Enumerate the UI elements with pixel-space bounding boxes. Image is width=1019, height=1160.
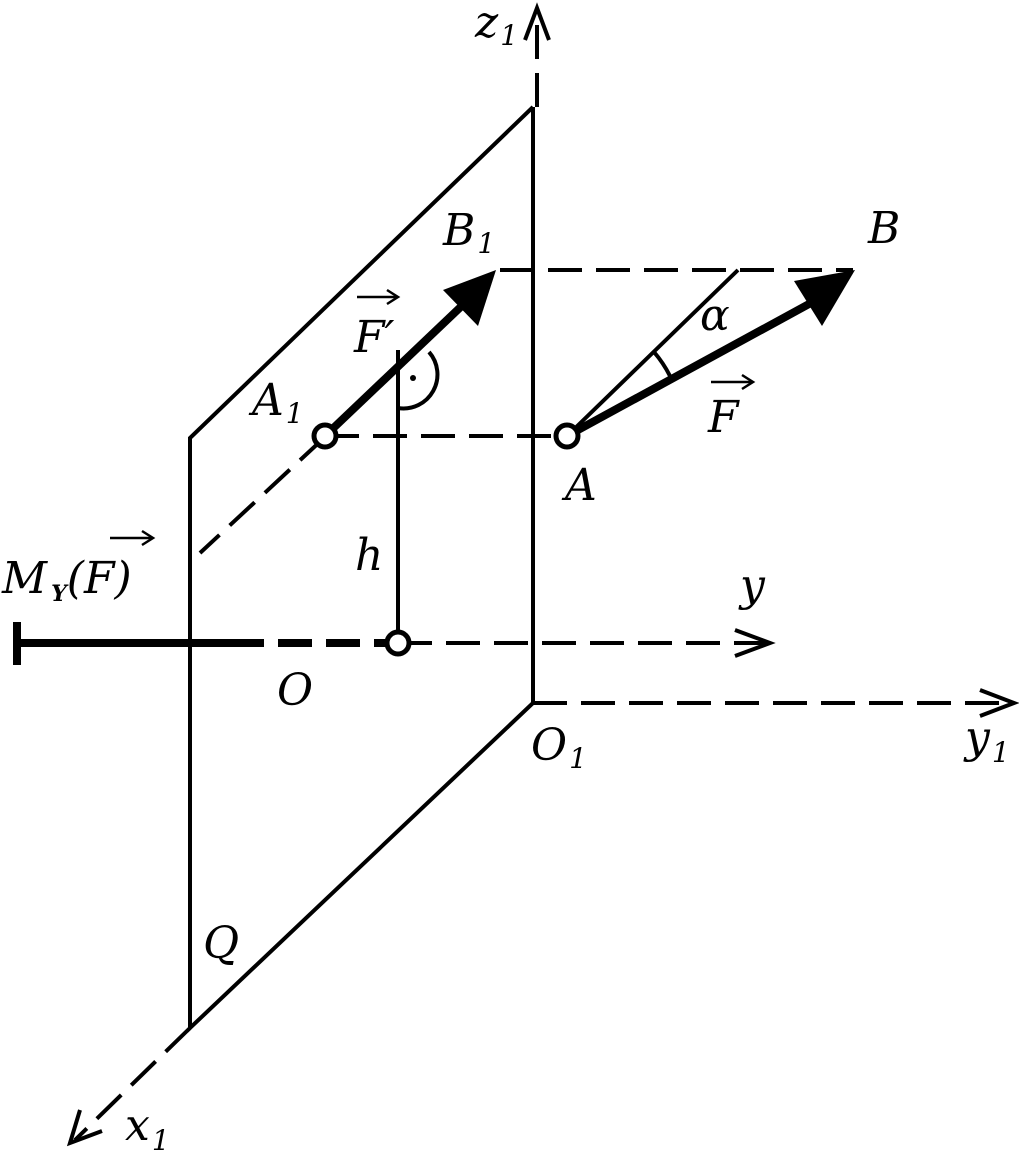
right-angle-marker <box>397 350 440 411</box>
f-prime-overarrow <box>357 288 401 306</box>
label-a: A <box>561 460 597 511</box>
label-b1: B1 <box>442 205 495 260</box>
f-vector-head <box>794 270 855 326</box>
right-angle-dot <box>410 375 416 381</box>
label-y: y <box>738 560 766 611</box>
moment-f-overarrow <box>110 529 156 547</box>
projection-line-dashed <box>198 435 327 555</box>
x1-axis <box>73 1026 192 1142</box>
label-f-prime: F′ <box>353 312 395 363</box>
label-z1: z1 <box>474 0 518 52</box>
point-o <box>384 629 412 657</box>
label-b: B <box>867 203 900 254</box>
f-vector-shaft <box>565 294 822 440</box>
label-h: h <box>355 530 383 581</box>
point-a1 <box>311 422 339 450</box>
label-x1: x1 <box>125 1100 170 1157</box>
label-f: F <box>707 392 740 443</box>
label-a1: A1 <box>248 375 304 430</box>
point-a <box>553 422 581 450</box>
f-overarrow <box>711 373 756 391</box>
label-q: Q <box>203 918 239 969</box>
z1-axis-arrowhead <box>523 2 551 41</box>
y1-axis-arrowhead <box>979 688 1019 718</box>
label-y1: y1 <box>963 712 1010 769</box>
x1-axis-arrowhead <box>66 1109 103 1147</box>
alpha-arc <box>652 350 672 377</box>
f-prime-vector-head <box>443 270 496 326</box>
f-prime-vector-shaft <box>322 297 471 439</box>
y-axis-arrowhead <box>734 628 776 658</box>
label-o: O <box>277 665 313 716</box>
alpha-reference-line <box>565 268 740 438</box>
label-alpha: α <box>700 290 730 341</box>
label-o1: O1 <box>531 720 587 775</box>
